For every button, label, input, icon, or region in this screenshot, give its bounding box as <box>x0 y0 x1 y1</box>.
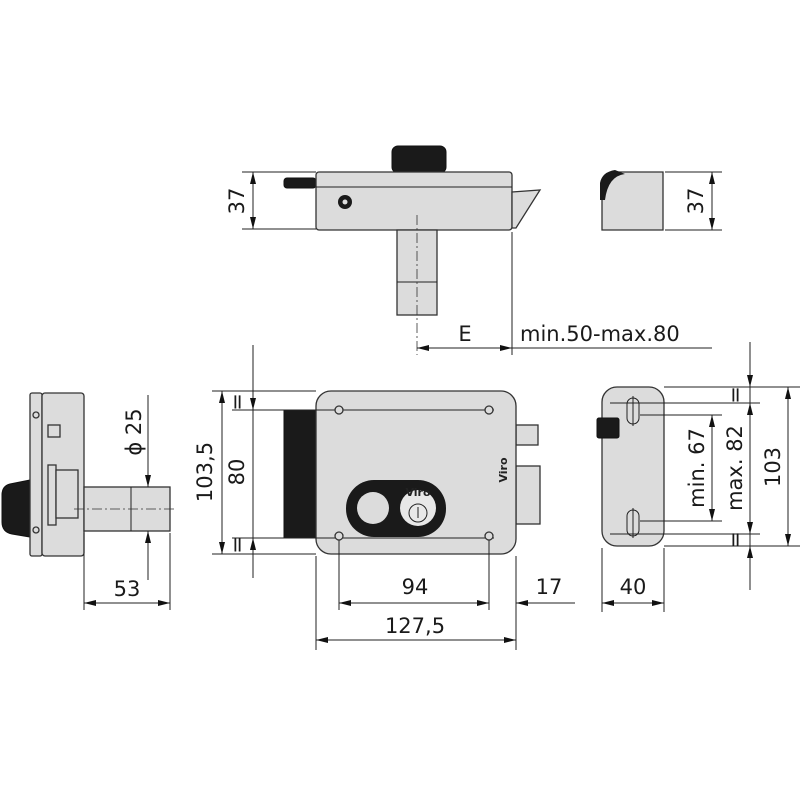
dim-e-range: min.50-max.80 <box>520 322 680 346</box>
latch <box>511 189 542 229</box>
keeper-tab <box>596 417 620 439</box>
dim-keeper-width: 40 <box>620 575 647 599</box>
latch-front <box>515 465 541 525</box>
dim-side-height: 37 <box>684 188 708 215</box>
equal-mark: = <box>225 393 249 411</box>
handle-block <box>283 409 319 539</box>
top-view: 37 E min.50-max.80 <box>225 145 712 355</box>
side-view-small: 37 <box>600 170 722 231</box>
dim-front-width: 127,5 <box>385 614 445 638</box>
dim-keeper-height: 103 <box>761 447 785 487</box>
equal-mark: = <box>723 386 747 404</box>
knob-side <box>1 479 31 538</box>
keyhole-icon <box>408 503 428 523</box>
dim-cylinder-diameter: ϕ 25 <box>122 408 146 455</box>
dim-e: E <box>458 322 471 346</box>
cylinder-logo: Viro <box>405 486 431 499</box>
deadbolt <box>515 424 539 446</box>
dim-bolt: 17 <box>536 575 563 599</box>
brand-logo: Viro <box>497 457 510 483</box>
dim-top-height: 37 <box>225 188 249 215</box>
front-view: Viro Viro 103,5 80 = = 94 17 127,5 <box>193 345 575 650</box>
dim-screw-spacing: 80 <box>225 459 249 486</box>
equal-mark: = <box>723 531 747 549</box>
dim-keeper-min: min. 67 <box>685 428 709 508</box>
dim-screw-width: 94 <box>402 575 429 599</box>
dim-cylinder-length: 53 <box>114 577 141 601</box>
knob <box>391 145 447 174</box>
keeper-view: min. 67 max. 82 = = 103 40 <box>596 342 800 612</box>
equal-mark: = <box>225 536 249 554</box>
dim-keeper-max: max. 82 <box>723 425 747 511</box>
button-hole <box>357 492 389 524</box>
handle-pin <box>283 177 317 189</box>
left-view: ϕ 25 53 <box>1 392 176 610</box>
dim-front-height: 103,5 <box>193 442 217 502</box>
